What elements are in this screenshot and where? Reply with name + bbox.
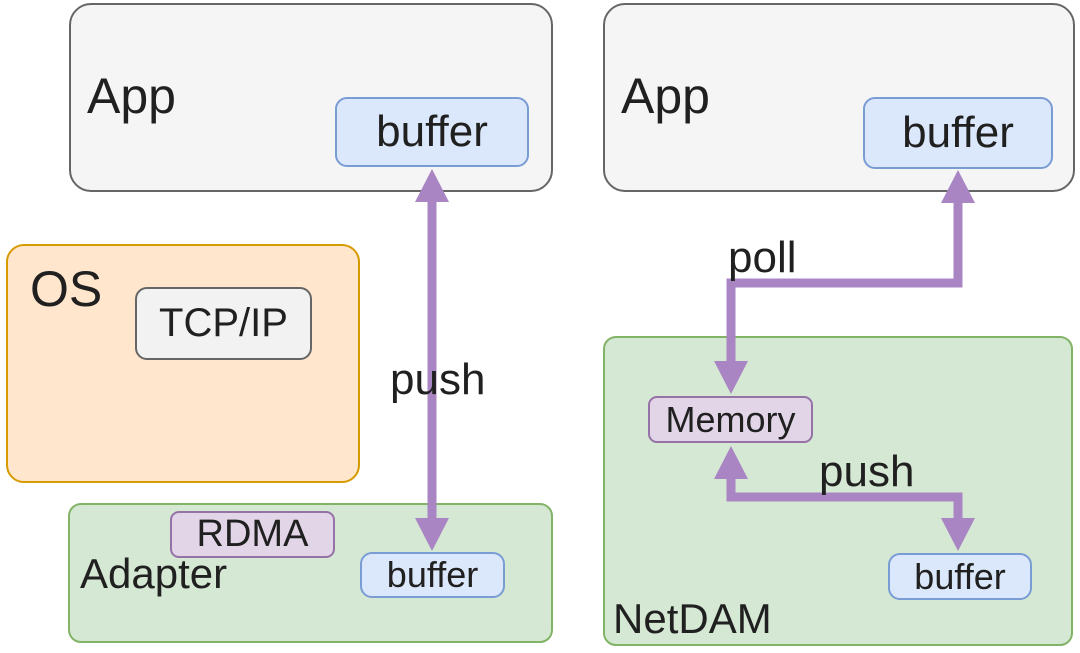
tcpip-label: TCP/IP [159, 301, 288, 345]
os-label: OS [30, 261, 103, 317]
app-label-right: App [621, 68, 710, 124]
app-buffer-box-left: buffer [335, 97, 529, 167]
memory-label: Memory [665, 398, 796, 440]
adapter-buffer-label: buffer [386, 554, 479, 595]
app-buffer-box-right: buffer [863, 97, 1053, 169]
netdam-buffer-box: buffer [888, 553, 1032, 600]
adapter-label: Adapter [80, 550, 228, 597]
adapter-buffer-box: buffer [360, 552, 505, 598]
rdma-label: RDMA [196, 513, 309, 555]
rdma-box: RDMA [170, 511, 335, 558]
app-label-left: App [87, 68, 176, 124]
os-box: OS [6, 244, 360, 483]
push-label-left: push [390, 355, 486, 404]
netdam-buffer-label: buffer [914, 555, 1006, 597]
memory-box: Memory [648, 396, 813, 443]
poll-label: poll [728, 233, 797, 282]
app-buffer-label-left: buffer [376, 107, 488, 156]
netdam-label: NetDAM [613, 595, 772, 642]
push-label-right: push [819, 447, 915, 496]
app-buffer-label-right: buffer [902, 108, 1014, 157]
tcpip-box: TCP/IP [135, 287, 312, 360]
